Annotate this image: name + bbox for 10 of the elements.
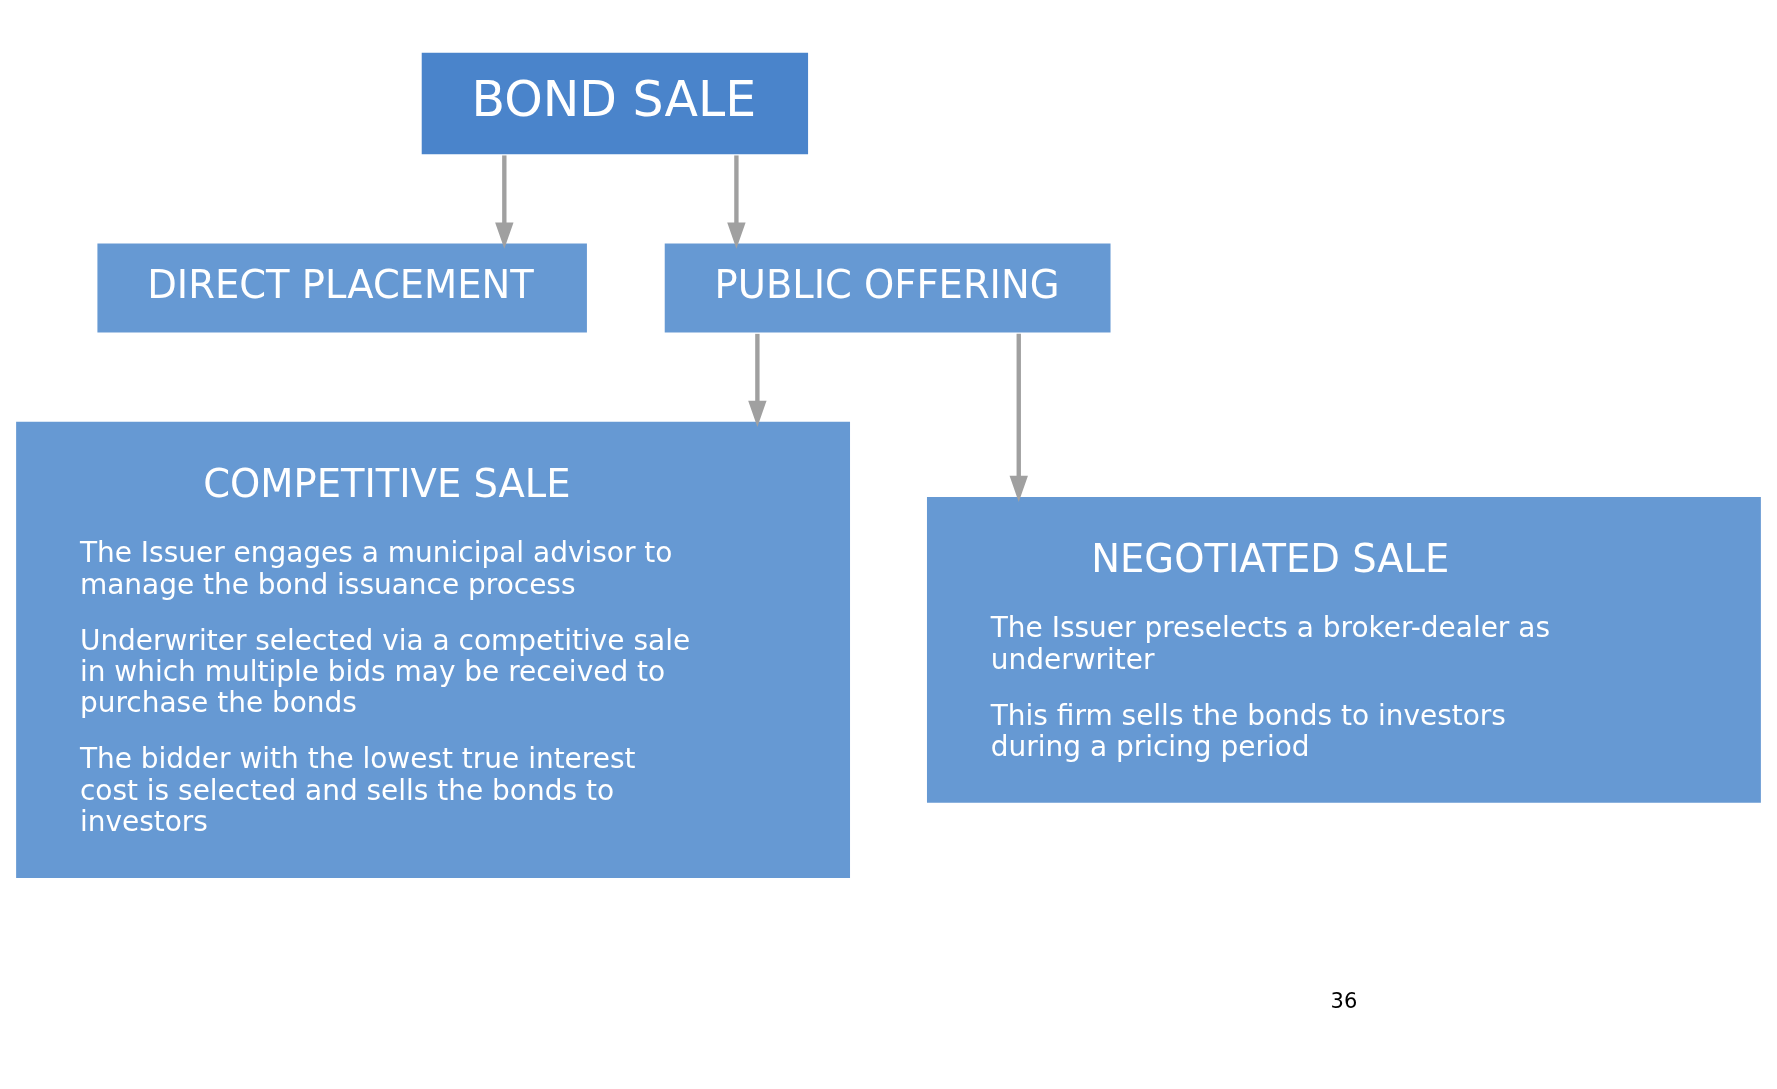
arrow	[727, 154, 746, 249]
arrow	[748, 333, 767, 427]
arrow	[1009, 333, 1028, 502]
node-box: DIRECT PLACEMENT	[95, 241, 589, 334]
node-box: BOND SALE	[419, 50, 810, 156]
node-box: PUBLIC OFFERING	[662, 241, 1113, 334]
node-box: NEGOTIATED SALE The Issuer preselects a broker-dealer as underwriter This firm sells the bonds to investors during a pricing period	[925, 494, 1763, 805]
arrow	[495, 154, 514, 249]
node-box: COMPETITIVE SALE The Issuer engages a municipal advisor to manage the bond issuance process Underwriter selected via a competitive sale in which multiple bids may be received to purchase the bonds The bidder with the lowest true interest cost is selected and sells the bonds to investors	[14, 419, 852, 880]
label: 36	[1330, 988, 1358, 1013]
